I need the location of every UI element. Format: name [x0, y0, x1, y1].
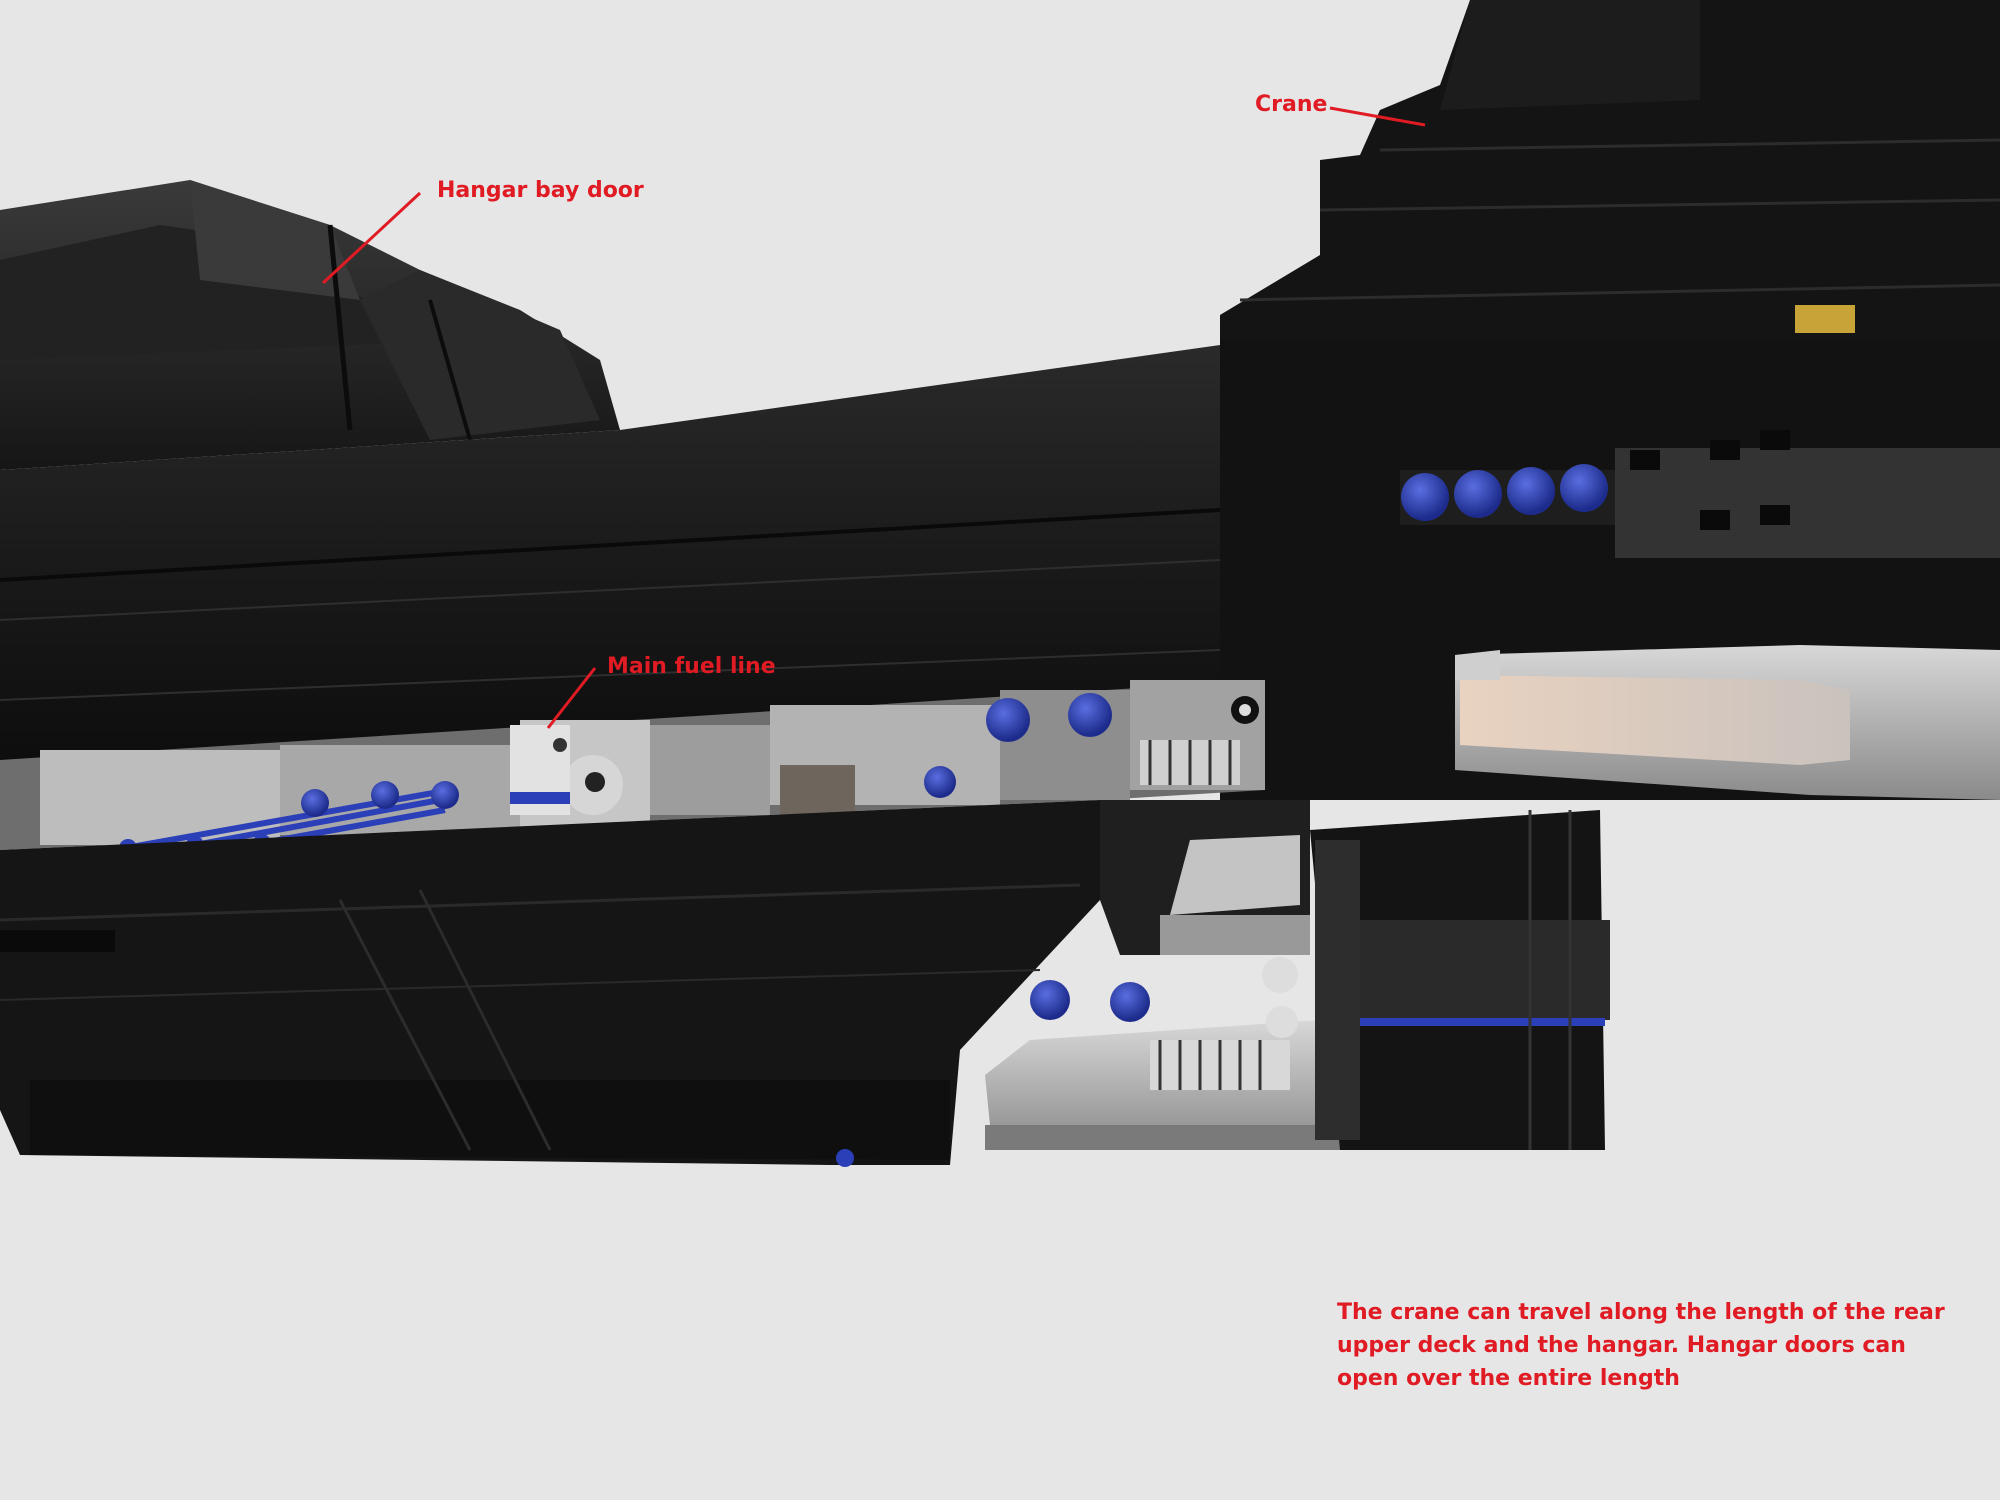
- engine-block: [985, 800, 1340, 1150]
- caption-line-3: open over the entire length: [1337, 1366, 1680, 1391]
- boom-arm: [1455, 645, 2000, 800]
- annotation-leaders: [321, 106, 1426, 729]
- hangar-bay-door-label: Hangar bay door: [437, 178, 644, 203]
- caption-line-2: upper deck and the hangar. Hangar doors …: [1337, 1333, 1906, 1358]
- blue-port-cluster: [1401, 464, 1608, 521]
- lower-hull: [0, 800, 1100, 1167]
- fuel-leader-line: [546, 667, 597, 729]
- engine-nacelle: [1310, 810, 1610, 1150]
- crane-leader-line: [1329, 106, 1426, 127]
- crane-label: Crane: [1255, 92, 1328, 117]
- main-fuel-line-label: Main fuel line: [607, 654, 776, 679]
- caption-line-1: The crane can travel along the length of…: [1337, 1300, 1945, 1325]
- caption-text: The crane can travel along the length of…: [1337, 1296, 1945, 1395]
- hangar-leader-line: [321, 191, 422, 285]
- crane-structure: [1220, 0, 2000, 400]
- hangar-dome: [0, 180, 620, 470]
- yellow-light: [1795, 305, 1855, 333]
